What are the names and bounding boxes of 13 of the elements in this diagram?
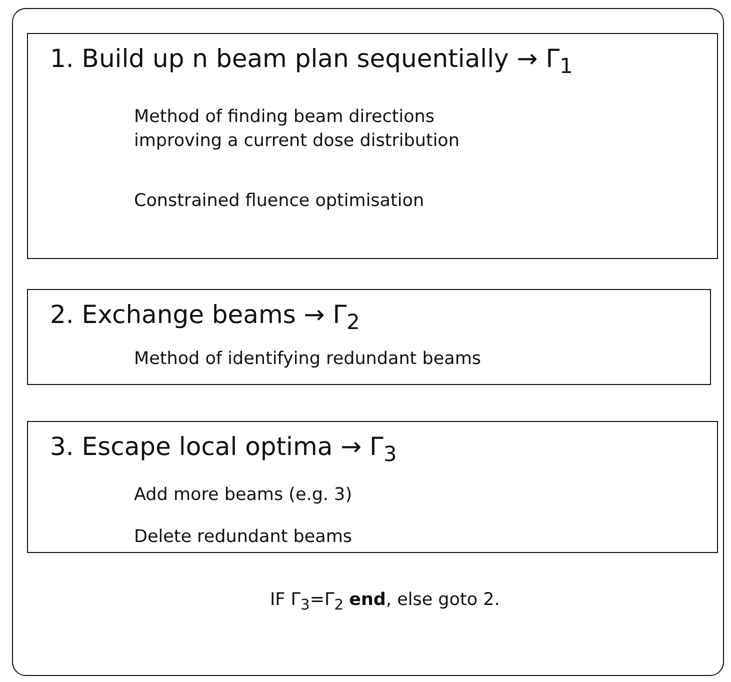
outer-frame	[12, 8, 724, 676]
step-box	[27, 421, 718, 553]
step-description: Method of finding beam directions improving a current dose distribution	[134, 106, 460, 153]
step-box	[27, 289, 711, 385]
stop-condition-note: IF Γ$_{3}$=Γ$_{2}$ end, else goto 2.	[270, 590, 500, 614]
step-box	[27, 33, 718, 259]
step-description: Method of identifying redundant beams	[134, 348, 482, 371]
step-heading: 3. Escape local optima → Γ$_{3}$	[50, 432, 397, 466]
step-description: Add more beams (e.g. 3)	[134, 484, 354, 507]
step-heading: 2. Exchange beams → Γ$_{2}$	[50, 300, 360, 334]
step-description: Delete redundant beams	[134, 526, 354, 549]
step-heading: 1. Build up n beam plan sequentially → Γ$_{1}$	[50, 44, 573, 78]
step-description: Constrained fluence optimisation	[134, 190, 426, 213]
